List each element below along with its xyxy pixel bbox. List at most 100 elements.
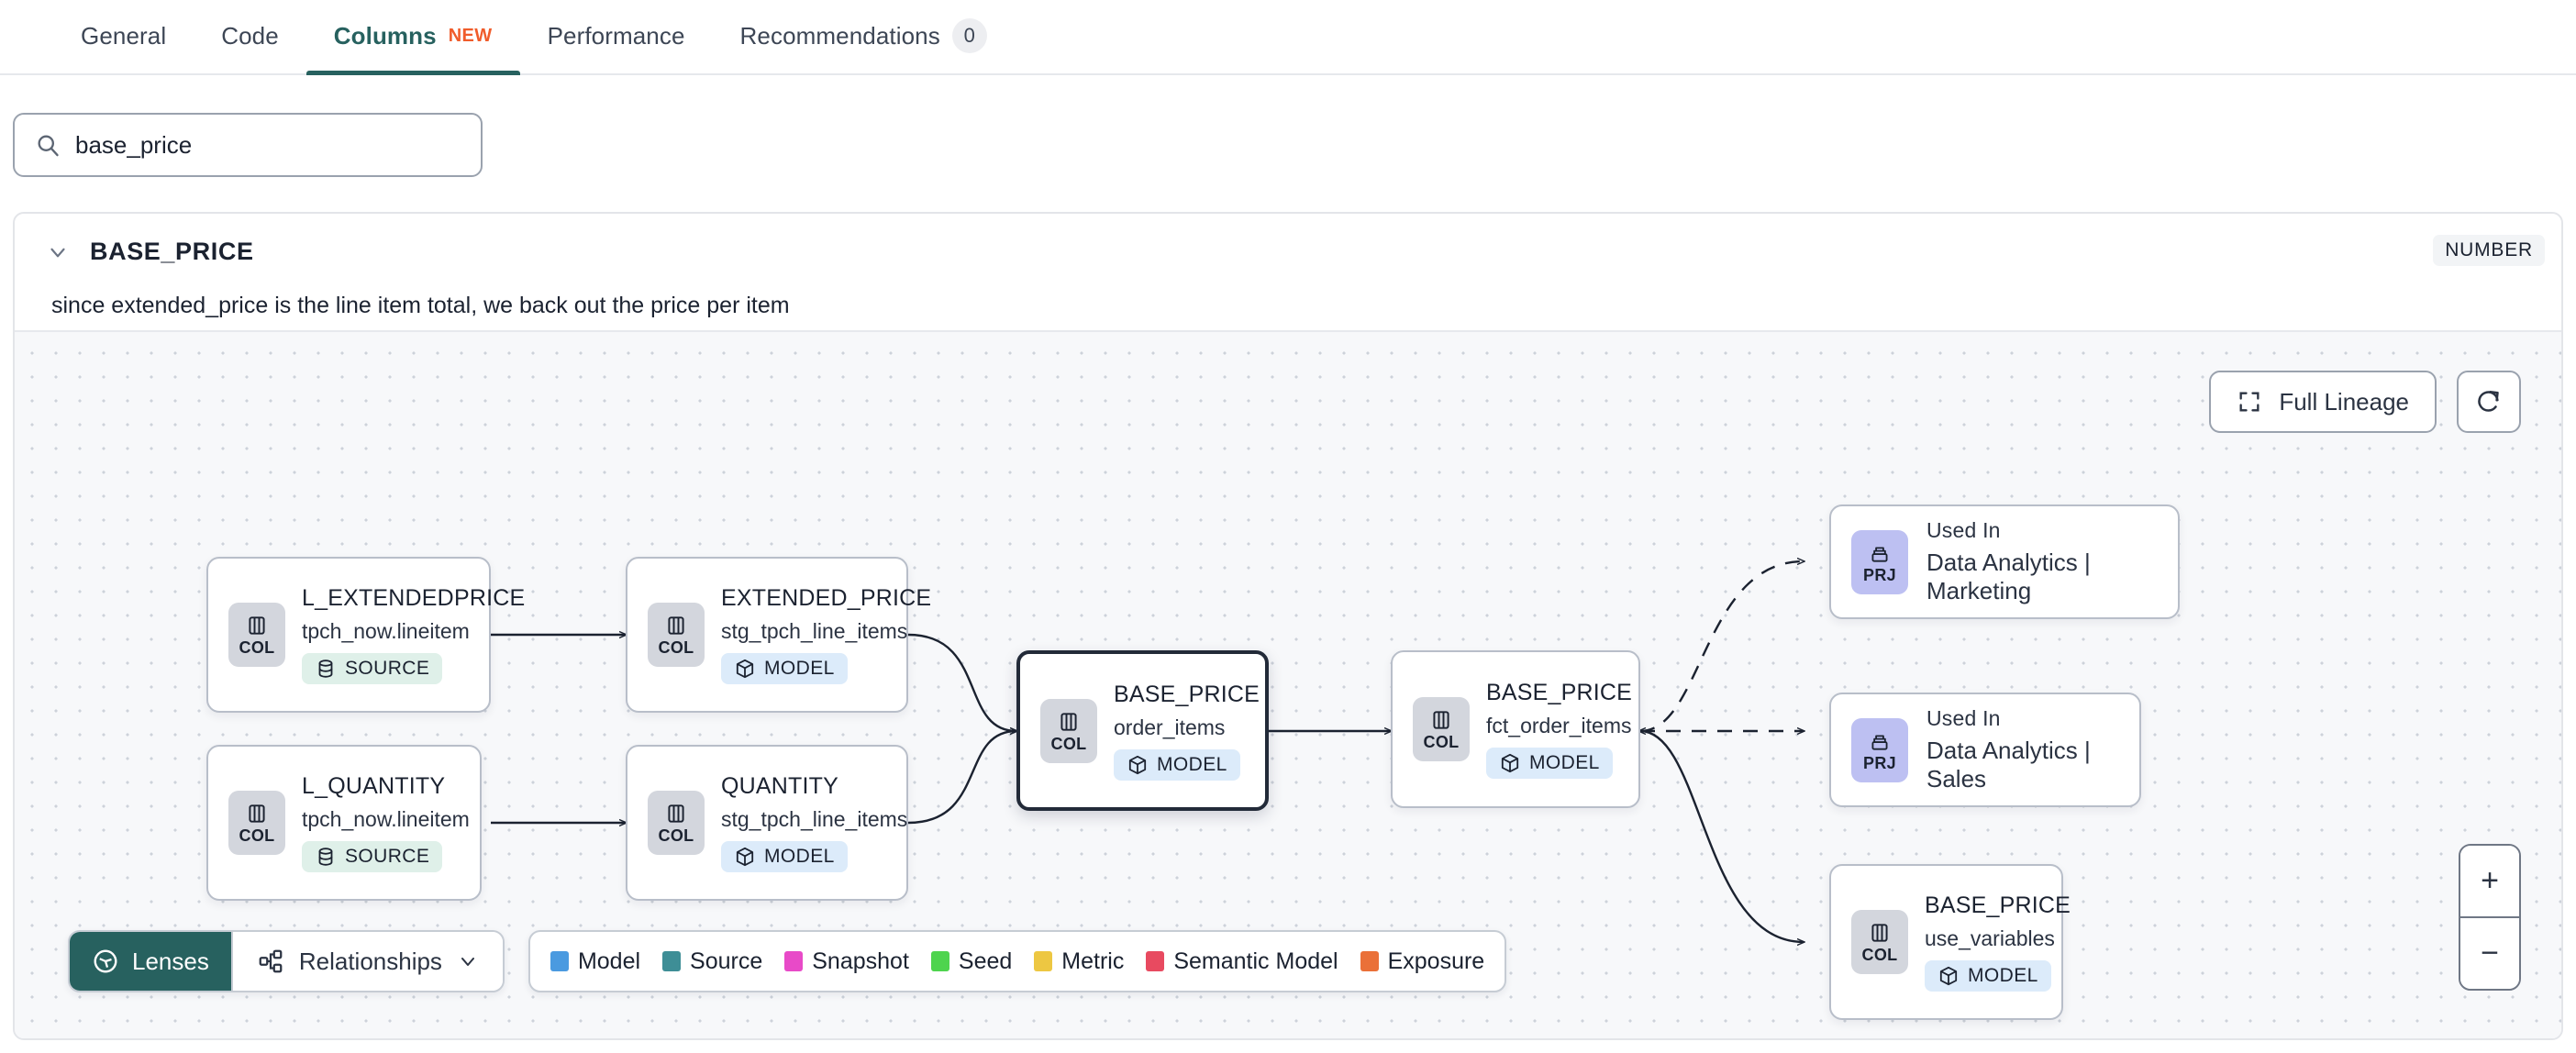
relationships-icon [257,948,284,975]
tab-label: Recommendations [739,21,940,50]
tab-general[interactable]: General [53,0,194,73]
node-kind-label: COL [1861,946,1898,964]
column-detail-card: BASE_PRICE since extended_price is the l… [13,212,2563,1040]
node-kind-label: COL [239,638,275,657]
node-kind-label: COL [239,826,275,845]
node-title: BASE_PRICE [1486,680,1633,705]
project-icon [1868,541,1892,565]
legend-swatch [662,951,682,971]
refresh-button[interactable] [2457,371,2521,433]
legend-item-exposure: Exposure [1360,948,1484,975]
node-kind-label: COL [1423,733,1460,751]
cube-icon [734,846,756,868]
node-type-pill: MODEL [1486,748,1613,779]
project-type-badge: PRJ [1851,529,1908,594]
node-subtitle: Data Analytics | Sales [1926,737,2091,793]
node-title: BASE_PRICE [1114,681,1260,707]
node-body: BASE_PRICE fct_order_items MODEL [1470,680,1632,779]
cube-icon [1499,752,1521,774]
node-body: EXTENDED_PRICE stg_tpch_line_items MODEL [705,585,931,684]
lineage-node-project-sales[interactable]: PRJ Used In Data Analytics | Sales [1829,693,2141,807]
search-input[interactable] [75,130,461,160]
lineage-node-base-price-fct-order-items[interactable]: COL BASE_PRICE fct_order_items MODEL [1391,650,1640,808]
cube-icon [734,658,756,680]
lenses-button[interactable]: Lenses [70,932,231,991]
column-header: BASE_PRICE [15,214,2561,330]
lenses-group: Lenses Relationships [68,930,505,992]
lenses-label: Lenses [132,947,209,975]
cube-icon [1938,965,1960,987]
column-type-badge: COL [228,603,285,667]
node-title: L_QUANTITY [302,773,446,799]
column-icon [664,614,688,637]
legend-swatch [1360,951,1379,971]
lineage-node-l-quantity[interactable]: COL L_QUANTITY tpch_now.lineitem SOURCE [206,745,482,901]
tab-label: Columns [333,21,437,50]
database-icon [315,846,337,868]
zoom-controls[interactable]: + − [2459,844,2521,991]
legend-item-model: Model [550,948,640,975]
column-type-badge: COL [1413,697,1470,761]
node-title: EXTENDED_PRICE [721,585,932,611]
column-icon [664,802,688,826]
legend-swatch [784,951,804,971]
node-title: QUANTITY [721,773,838,799]
chevron-down-icon[interactable] [46,240,70,264]
column-icon [245,614,269,637]
node-subtitle: Data Analytics | Marketing [1926,549,2091,604]
legend-item-metric: Metric [1034,948,1124,975]
legend-label: Snapshot [812,948,909,974]
aperture-icon [92,948,119,975]
node-body: L_QUANTITY tpch_now.lineitem SOURCE [285,773,470,872]
tab-recommendations[interactable]: Recommendations 0 [713,0,1015,73]
node-subtitle: stg_tpch_line_items [721,619,908,643]
legend-item-semantic-model: Semantic Model [1146,948,1338,975]
tab-performance[interactable]: Performance [520,0,713,73]
tab-columns[interactable]: Columns NEW [305,0,520,75]
search-icon [35,132,61,158]
node-body: BASE_PRICE use_variables MODEL [1908,892,2071,992]
tab-label: Code [221,21,279,50]
column-icon [1057,710,1081,734]
tab-code[interactable]: Code [194,0,306,73]
lineage-node-quantity[interactable]: COL QUANTITY stg_tpch_line_items MODEL [626,745,908,901]
column-description: since extended_price is the line item to… [51,293,790,318]
node-pill-label: MODEL [1529,752,1600,773]
expand-icon [2237,389,2262,415]
node-subtitle: stg_tpch_line_items [721,807,908,831]
node-type-pill: MODEL [721,841,848,872]
relationships-label: Relationships [298,947,442,975]
lineage-graph-canvas[interactable]: COL L_EXTENDEDPRICE tpch_now.lineitem SO… [15,330,2561,1038]
lineage-node-project-marketing[interactable]: PRJ Used In Data Analytics | Marketing [1829,504,2180,619]
legend-swatch [550,951,569,971]
node-body: QUANTITY stg_tpch_line_items MODEL [705,773,907,872]
node-pill-label: MODEL [1968,965,2038,986]
node-body: L_EXTENDEDPRICE tpch_now.lineitem SOURCE [285,585,525,684]
node-kind-label: COL [658,826,694,845]
zoom-out-button[interactable]: − [2460,918,2519,989]
refresh-icon [2475,388,2503,416]
column-type-badge: COL [228,791,285,855]
lineage-node-base-price-use-variables[interactable]: COL BASE_PRICE use_variables MODEL [1829,864,2071,1020]
column-icon [1868,921,1892,945]
node-subtitle: tpch_now.lineitem [302,807,470,831]
legend-label: Metric [1061,948,1125,974]
node-body: Used In Data Analytics | Marketing [1908,518,2178,605]
search-box[interactable] [13,113,483,177]
project-icon [1868,729,1892,753]
zoom-in-button[interactable]: + [2460,846,2519,916]
column-title-row[interactable]: BASE_PRICE [46,238,2530,266]
relationships-dropdown[interactable]: Relationships [230,932,503,991]
tab-label: General [81,21,167,50]
lineage-node-l-extendedprice[interactable]: COL L_EXTENDEDPRICE tpch_now.lineitem SO… [206,557,525,713]
column-icon [245,802,269,826]
node-subtitle: tpch_now.lineitem [302,619,470,643]
node-type-pill: MODEL [1925,960,2051,992]
node-title: BASE_PRICE [1925,892,2071,918]
page-title: BASE_PRICE [90,238,254,265]
lineage-node-extended-price[interactable]: COL EXTENDED_PRICE stg_tpch_line_items M… [626,557,931,713]
full-lineage-button[interactable]: Full Lineage [2209,371,2437,433]
recommendations-count-badge: 0 [951,18,987,53]
node-subtitle: order_items [1114,715,1226,739]
lineage-node-base-price-order-items[interactable]: COL BASE_PRICE order_items MODEL [1016,650,1269,811]
